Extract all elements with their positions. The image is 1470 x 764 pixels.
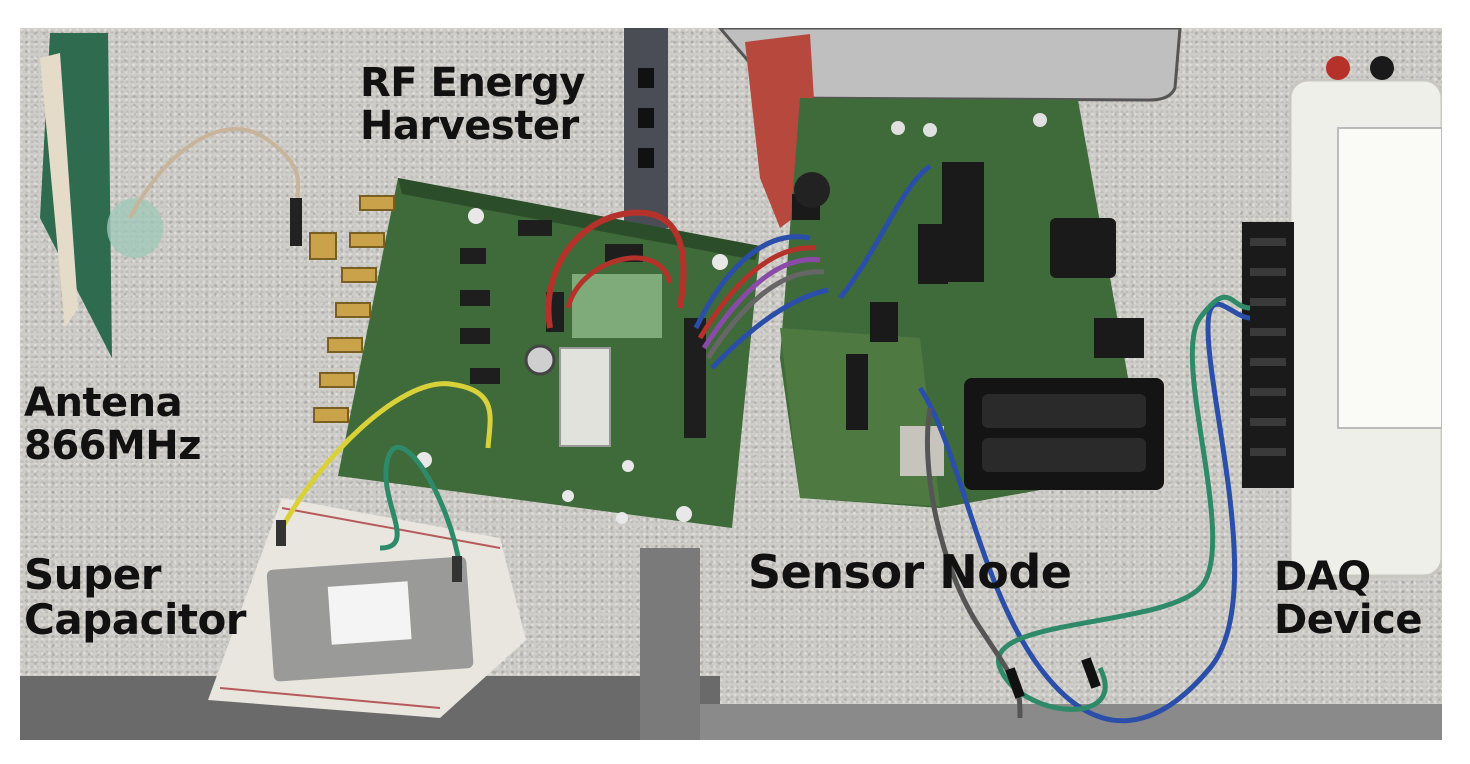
daq-label-panel bbox=[1337, 127, 1442, 429]
sensor-shield bbox=[900, 426, 944, 476]
stand-slot-3 bbox=[638, 148, 654, 168]
sensor-inductor bbox=[794, 172, 830, 208]
green-wire-cap bbox=[379, 444, 463, 569]
antenna-frame bbox=[40, 53, 78, 328]
daq-red-terminal bbox=[1326, 56, 1350, 80]
super-capacitor-label: Super Capacitor bbox=[24, 550, 247, 645]
antenna-label-line2: 866MHz bbox=[24, 423, 202, 470]
sensor-label-text: Sensor Node bbox=[748, 545, 1072, 599]
hardware-illustration bbox=[20, 28, 1442, 740]
rf-module-green bbox=[572, 274, 662, 338]
lab-setup-photo bbox=[20, 28, 1442, 740]
antenna-plug bbox=[290, 198, 302, 246]
rf-label-line2: Harvester bbox=[360, 103, 579, 150]
stand-slot-2 bbox=[638, 108, 654, 128]
stand-slot-1 bbox=[638, 68, 654, 88]
battery-slot-1 bbox=[982, 394, 1146, 428]
capacitor-lead-left bbox=[276, 520, 286, 546]
table-gap bbox=[640, 548, 700, 740]
rf-energy-harvester-label: RF Energy Harvester bbox=[360, 60, 585, 150]
antenna-label-line1: Antena bbox=[24, 380, 183, 426]
probe-connector-2 bbox=[1005, 667, 1025, 699]
ribbon-wires bbox=[693, 163, 932, 370]
blue-probe-wire bbox=[917, 301, 1251, 724]
daq-label-line1: DAQ bbox=[1274, 554, 1371, 600]
capacitor-lead-right bbox=[452, 556, 462, 582]
breadboard-rails bbox=[219, 507, 501, 709]
sensor-node-label: Sensor Node bbox=[748, 545, 1072, 599]
rf-mount-holes bbox=[416, 208, 728, 524]
battery-slot-2 bbox=[982, 438, 1146, 472]
probe-connector-1 bbox=[1081, 657, 1101, 689]
red-jumper-wire-2 bbox=[565, 255, 673, 309]
rf-label-line1: RF Energy bbox=[360, 60, 585, 106]
daq-device-label: DAQ Device bbox=[1274, 554, 1422, 644]
rf-inductor bbox=[524, 344, 556, 376]
antenna-label: Antena 866MHz bbox=[24, 380, 202, 470]
daq-label-line2: Device bbox=[1274, 597, 1422, 644]
monitor-base bbox=[718, 28, 1182, 102]
yellow-wire bbox=[279, 381, 493, 530]
capacitor-sticker bbox=[327, 581, 412, 645]
red-jumper-wire bbox=[545, 209, 687, 329]
capacitor-label-line1: Super bbox=[24, 550, 161, 599]
sensor-mount-holes bbox=[891, 113, 1047, 137]
daq-terminal-block bbox=[1242, 222, 1294, 488]
antenna-cable bbox=[128, 127, 301, 219]
daq-terminal-screws bbox=[1250, 238, 1286, 456]
green-probe-wire bbox=[996, 294, 1251, 712]
antenna-base bbox=[107, 198, 163, 258]
rf-shield-can bbox=[559, 347, 611, 447]
rf-harvester-shadow bbox=[398, 178, 760, 260]
daq-black-terminal bbox=[1370, 56, 1394, 80]
capacitor-label-line2: Capacitor bbox=[24, 595, 247, 645]
sma-connectors bbox=[309, 195, 395, 423]
